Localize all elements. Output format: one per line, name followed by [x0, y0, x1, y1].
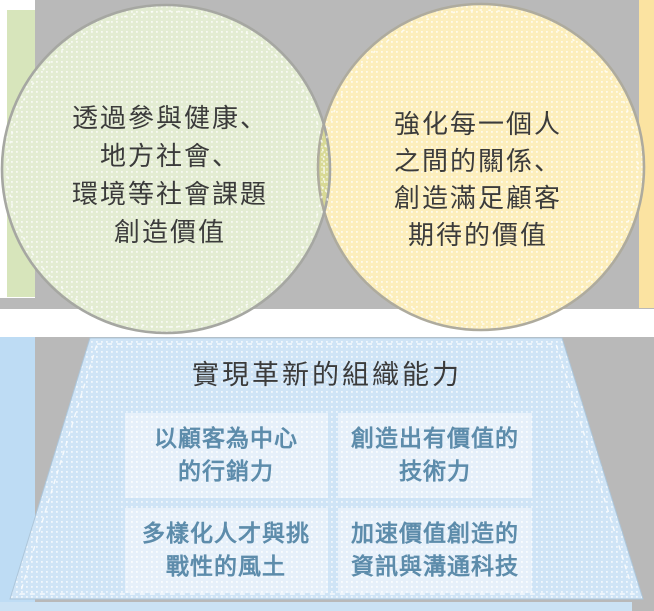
capability-box-talent: [125, 508, 328, 593]
capability-box-ict: [338, 508, 532, 593]
box-technology-line-1: 創造出有價值的: [351, 425, 519, 451]
yellow-circle-line-4: 期待的價值: [408, 220, 548, 250]
green-circle: [2, 5, 330, 333]
green-circle-outline: [0, 3, 332, 335]
box-ict-line-1: 加速價值創造的: [350, 520, 519, 546]
green-circle-dashed-ring: [7, 10, 325, 328]
yellow-circle-dashed-ring: [323, 9, 639, 325]
green-circle-line-3: 環境等社會課題: [72, 179, 268, 209]
box-technology-line-2: 技術力: [399, 458, 471, 484]
green-circle-text: 透過參與健康、 地方社會、 環境等社會課題 創造價值: [72, 103, 268, 247]
yellow-circle-line-3: 創造滿足顧客: [394, 183, 562, 213]
right-edge-strip-yellow: [639, 0, 654, 308]
capability-boxes: 以顧客為中心 的行銷力 創造出有價值的 技術力 多樣化人才與挑 戰性的風土 加速…: [125, 413, 532, 593]
box-talent-line-1: 多樣化人才與挑: [142, 520, 310, 546]
box-talent-line-2: 戰性的風土: [166, 553, 286, 579]
box-marketing-line-1: 以顧客為中心: [154, 425, 298, 451]
yellow-circle-outline: [316, 2, 646, 332]
foundation-title: 實現革新的組織能力: [192, 360, 462, 390]
box-marketing-line-2: 的行銷力: [178, 458, 274, 484]
yellow-circle: [318, 4, 644, 330]
green-circle-line-1: 透過參與健康、: [72, 103, 268, 133]
capability-box-marketing: [125, 413, 328, 498]
box-ict-line-2: 資訊與溝通科技: [351, 553, 519, 579]
yellow-circle-line-1: 強化每一個人: [394, 109, 562, 139]
green-circle-line-4: 創造價值: [114, 217, 226, 247]
yellow-circle-line-2: 之間的關係、: [394, 146, 562, 176]
foundation-dashed-border: [19, 343, 635, 595]
bottom-band: [0, 602, 632, 611]
capability-box-technology: [338, 413, 532, 498]
yellow-circle-text: 強化每一個人 之間的關係、 創造滿足顧客 期待的價值: [394, 109, 562, 250]
green-circle-line-2: 地方社會、: [100, 141, 240, 171]
